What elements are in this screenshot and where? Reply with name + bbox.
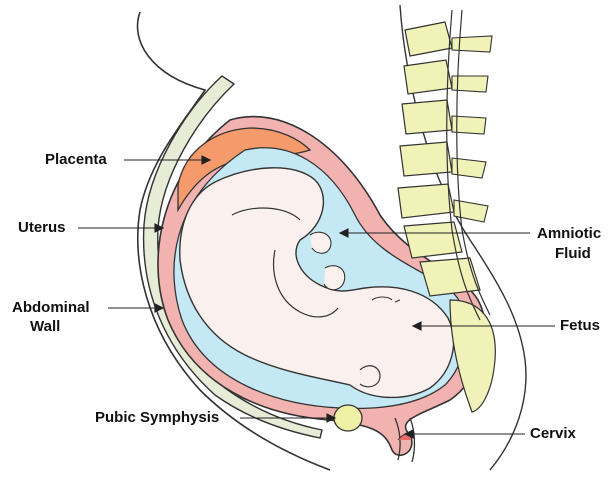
vertebra-7 (420, 258, 480, 296)
pubic-symphysis (334, 405, 362, 431)
fetus-hand (324, 266, 345, 290)
vertebra-2 (404, 60, 452, 94)
abdominal-wall-label-line1: Abdominal (12, 299, 90, 317)
placenta-label: Placenta (45, 151, 107, 169)
amniotic-fluid-label-line1: Amniotic (537, 225, 601, 243)
uterus-label: Uterus (18, 219, 66, 237)
fetus-label: Fetus (560, 317, 600, 335)
cervix-label: Cervix (530, 425, 576, 443)
vertebra-3 (402, 100, 452, 134)
pubic-symphysis-label: Pubic Symphysis (95, 409, 219, 427)
vertebra-4 (400, 142, 452, 176)
vertebra-5 (398, 184, 454, 218)
spinous-process-1 (452, 36, 492, 52)
abdominal-wall-label-line2: Wall (30, 318, 60, 336)
amniotic-fluid-label-line2: Fluid (555, 245, 591, 263)
vertebra-1 (405, 22, 452, 56)
fetus-foot (310, 232, 331, 253)
